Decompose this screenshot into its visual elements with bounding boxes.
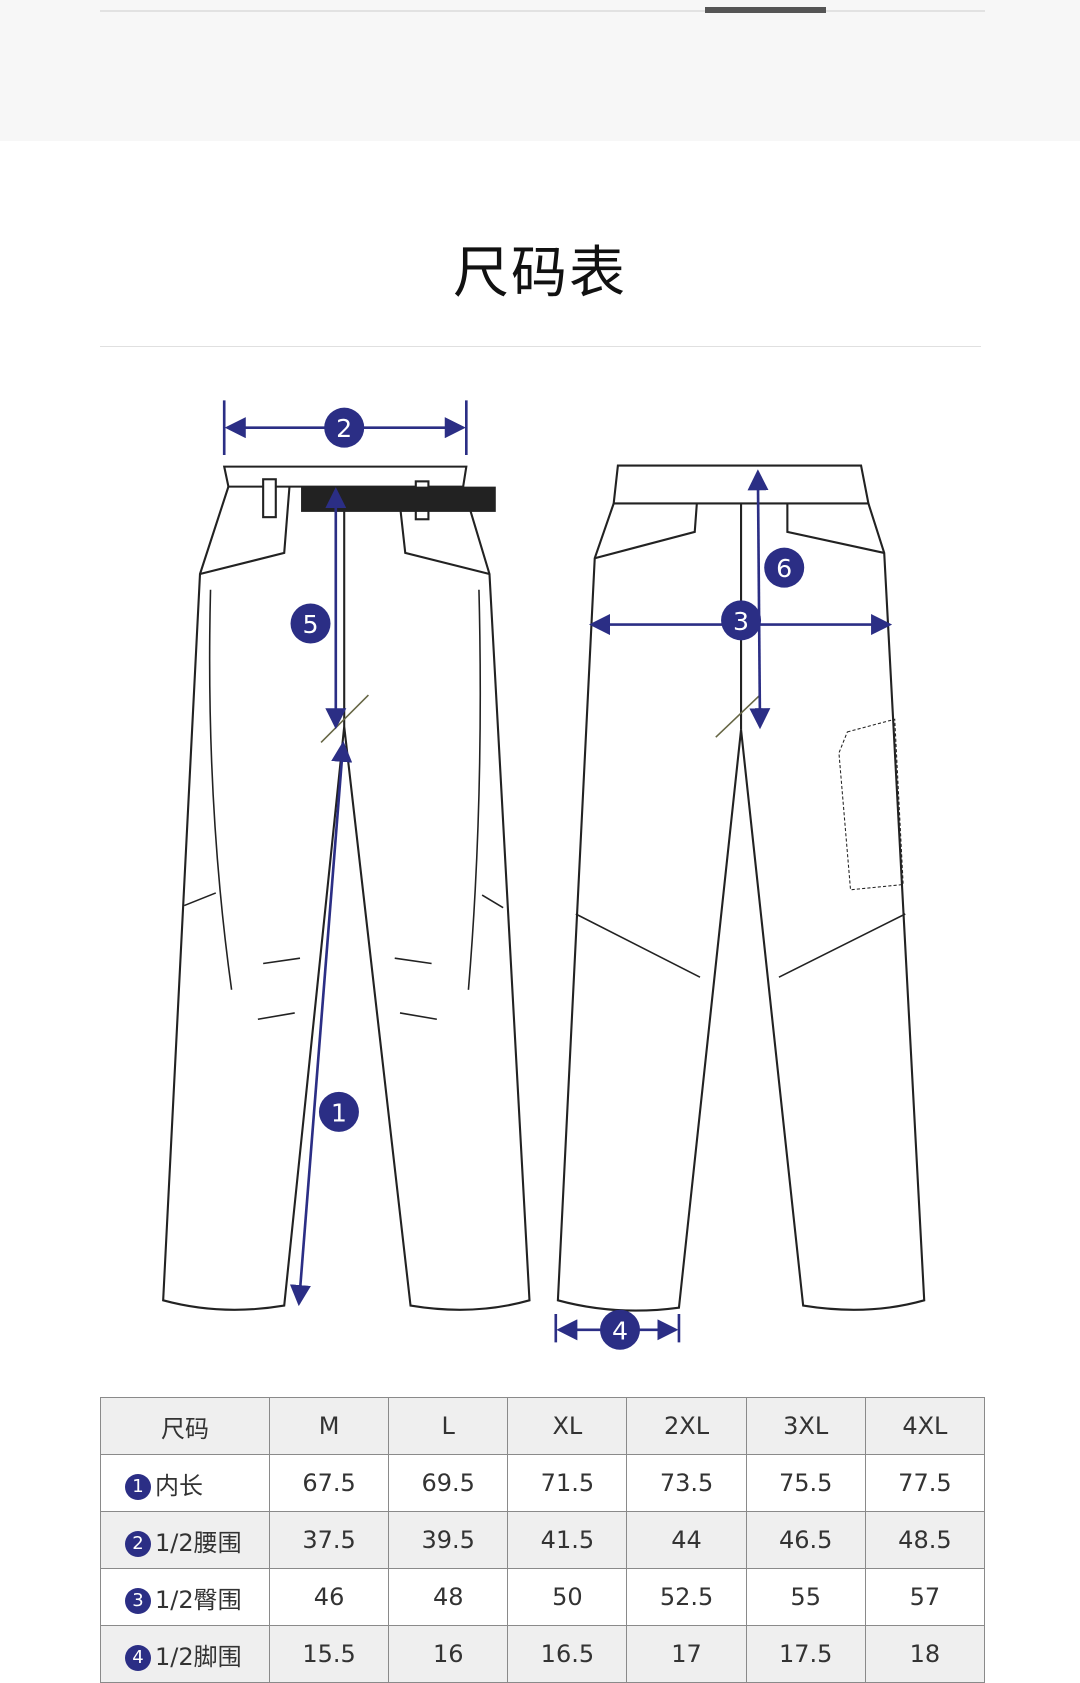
marker-4: 4: [600, 1309, 640, 1350]
marker-3: 3: [721, 600, 762, 641]
marker-6: 6: [764, 547, 805, 588]
marker-badge: 1: [125, 1473, 151, 1500]
header-cell: XL: [507, 1397, 628, 1455]
header-cell: L: [388, 1397, 509, 1455]
table-cell: 50: [507, 1568, 628, 1626]
table-cell: 16.5: [507, 1625, 628, 1683]
marker-1: 1: [318, 1091, 359, 1132]
marker-2: 2: [324, 407, 365, 448]
header-cell: 2XL: [626, 1397, 747, 1455]
table-cell: 17.5: [745, 1625, 866, 1683]
carousel-scroll-thumb[interactable]: [705, 7, 826, 13]
marker-badge: 4: [125, 1644, 151, 1671]
table-cell: 16: [388, 1625, 509, 1683]
marker-badge: 3: [125, 1587, 151, 1614]
measurement-arrows: [222, 400, 893, 1343]
front-pants: [162, 465, 531, 1311]
svg-text:5: 5: [302, 610, 318, 639]
header-cell: 4XL: [864, 1397, 986, 1455]
svg-text:1: 1: [331, 1098, 347, 1127]
svg-text:4: 4: [612, 1316, 628, 1345]
table-cell: 18: [864, 1625, 986, 1683]
table-cell: 39.5: [388, 1511, 509, 1569]
header-cell: 3XL: [745, 1397, 866, 1455]
marker-5: 5: [290, 603, 331, 644]
back-pants: [556, 464, 926, 1312]
table-cell: 44: [626, 1511, 747, 1569]
header-cell: M: [268, 1397, 390, 1455]
top-panel: [0, 0, 1080, 141]
row-label-text: 1/2脚围: [155, 1642, 242, 1671]
table-cell: 71.5: [507, 1454, 628, 1512]
table-header-row: 尺码 M L XL 2XL 3XL 4XL: [100, 1397, 986, 1455]
table-cell: 41.5: [507, 1511, 628, 1569]
table-cell: 69.5: [388, 1454, 509, 1512]
table-cell: 75.5: [745, 1454, 866, 1512]
table-cell: 15.5: [268, 1625, 390, 1683]
page-title: 尺码表: [453, 241, 627, 306]
table-cell: 48.5: [864, 1511, 986, 1569]
table-cell: 37.5: [268, 1511, 390, 1569]
table-cell: 46.5: [745, 1511, 866, 1569]
table-cell: 46: [268, 1568, 390, 1626]
pants-measurement-diagram: 2 5 1 3 6 4: [162, 400, 926, 1350]
table-cell: 48: [388, 1568, 509, 1626]
row-label-text: 内长: [155, 1471, 203, 1500]
table-cell: 73.5: [626, 1454, 747, 1512]
table-cell: 77.5: [864, 1454, 986, 1512]
svg-text:2: 2: [336, 414, 352, 443]
row-label-text: 1/2腰围: [155, 1528, 242, 1557]
header-cell: 尺码: [100, 1397, 270, 1455]
svg-text:6: 6: [776, 554, 792, 583]
svg-text:3: 3: [733, 607, 749, 636]
marker-badge: 2: [125, 1530, 151, 1557]
divider: [100, 346, 981, 347]
carousel-scroll-track[interactable]: [100, 10, 985, 12]
table-cell: 17: [626, 1625, 747, 1683]
table-cell: 57: [864, 1568, 986, 1626]
row-label-text: 1/2臀围: [155, 1585, 242, 1614]
table-cell: 67.5: [268, 1454, 390, 1512]
table-cell: 52.5: [626, 1568, 747, 1626]
table-cell: 55: [745, 1568, 866, 1626]
